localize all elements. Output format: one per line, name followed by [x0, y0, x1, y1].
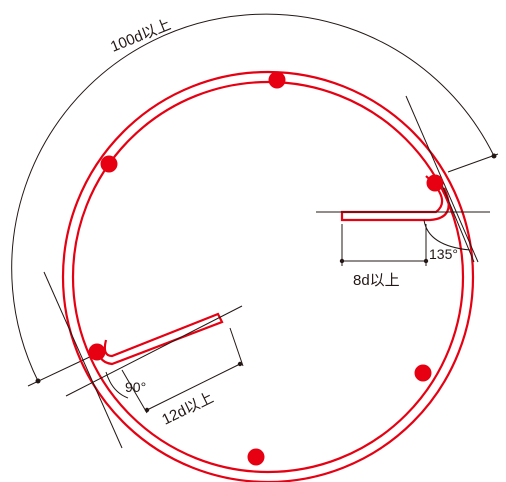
- main-bar-upper-right: [426, 174, 444, 192]
- arc-leader-right: [447, 153, 499, 173]
- hoop-bar-outer: [61, 70, 475, 482]
- dim-12d-ext-left: [121, 369, 148, 414]
- dim-12d-tick-right: [237, 361, 243, 367]
- label-extension-8d: 8d以上: [353, 272, 400, 289]
- label-angle-135: 135°: [429, 246, 458, 262]
- dim-8d-tick-left: [339, 258, 345, 264]
- label-angle-90: 90°: [125, 379, 146, 395]
- hook-135-angle-arc: [423, 219, 471, 251]
- dim-12d-tick-left: [144, 407, 150, 413]
- hook-135-extension-line: [439, 179, 475, 263]
- hook-90-bar: [98, 312, 224, 366]
- dim-12d-line: [146, 363, 241, 411]
- hook-90-angle-arc: [105, 371, 129, 399]
- main-bar-lower-left: [88, 343, 106, 361]
- hook-90-leg-line: [65, 305, 243, 397]
- dim-8d-tick-right: [423, 258, 429, 264]
- dim-12d-ext-right: [229, 327, 244, 367]
- anchorage-dimension-arc: [11, 13, 495, 382]
- hoop-bar-inner: [71, 80, 465, 474]
- arc-leader-left: [27, 353, 97, 387]
- hook-135-bar: [340, 175, 450, 222]
- main-bar-lower-right: [414, 364, 432, 382]
- hook-90-tangent-line: [43, 271, 123, 449]
- label-extension-12d: 12d以上: [159, 389, 216, 428]
- main-bar-top: [268, 71, 286, 89]
- main-bar-bottom: [247, 448, 265, 466]
- main-bar-upper-left: [100, 155, 118, 173]
